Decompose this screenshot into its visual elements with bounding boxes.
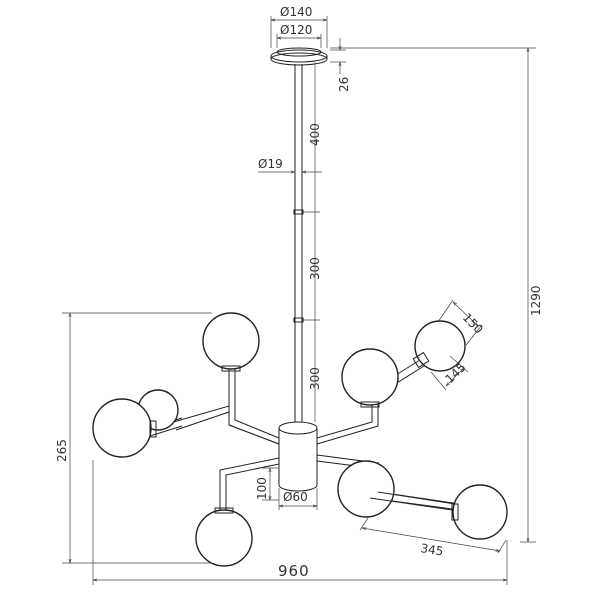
center-hub xyxy=(278,421,318,492)
dim-rod-top: 400 xyxy=(308,123,322,146)
dim-globe-dia: 150 xyxy=(460,310,486,336)
dim-hub-dia: Ø60 xyxy=(283,490,308,504)
dimensions: Ø140 Ø120 26 400 300 300 Ø19 1290 150 xyxy=(55,5,543,585)
globe-left xyxy=(92,398,152,458)
canopy xyxy=(270,47,328,66)
globe-right-middle xyxy=(341,348,399,406)
suspension-rod xyxy=(293,64,304,422)
dim-total-height: 1290 xyxy=(529,285,543,316)
arms xyxy=(149,359,461,511)
dim-hub-height: 100 xyxy=(255,477,269,500)
globe-far-right-lower xyxy=(452,484,508,540)
globe-bottom-right xyxy=(337,460,395,518)
dim-canopy-outer: Ø140 xyxy=(280,5,312,19)
globe-bottom-left xyxy=(195,509,253,567)
dim-canopy-height: 26 xyxy=(337,77,351,92)
globes xyxy=(92,312,508,567)
dim-canopy-inner: Ø120 xyxy=(280,23,312,37)
dim-rod-mid: 300 xyxy=(308,257,322,280)
globe-top-left xyxy=(202,312,260,370)
dim-arm-length: 345 xyxy=(420,541,445,558)
dim-rod-low: 300 xyxy=(308,367,322,390)
dim-rod-dia: Ø19 xyxy=(258,157,283,171)
dim-arm-height: 265 xyxy=(55,439,69,462)
dim-total-width: 960 xyxy=(278,562,310,580)
